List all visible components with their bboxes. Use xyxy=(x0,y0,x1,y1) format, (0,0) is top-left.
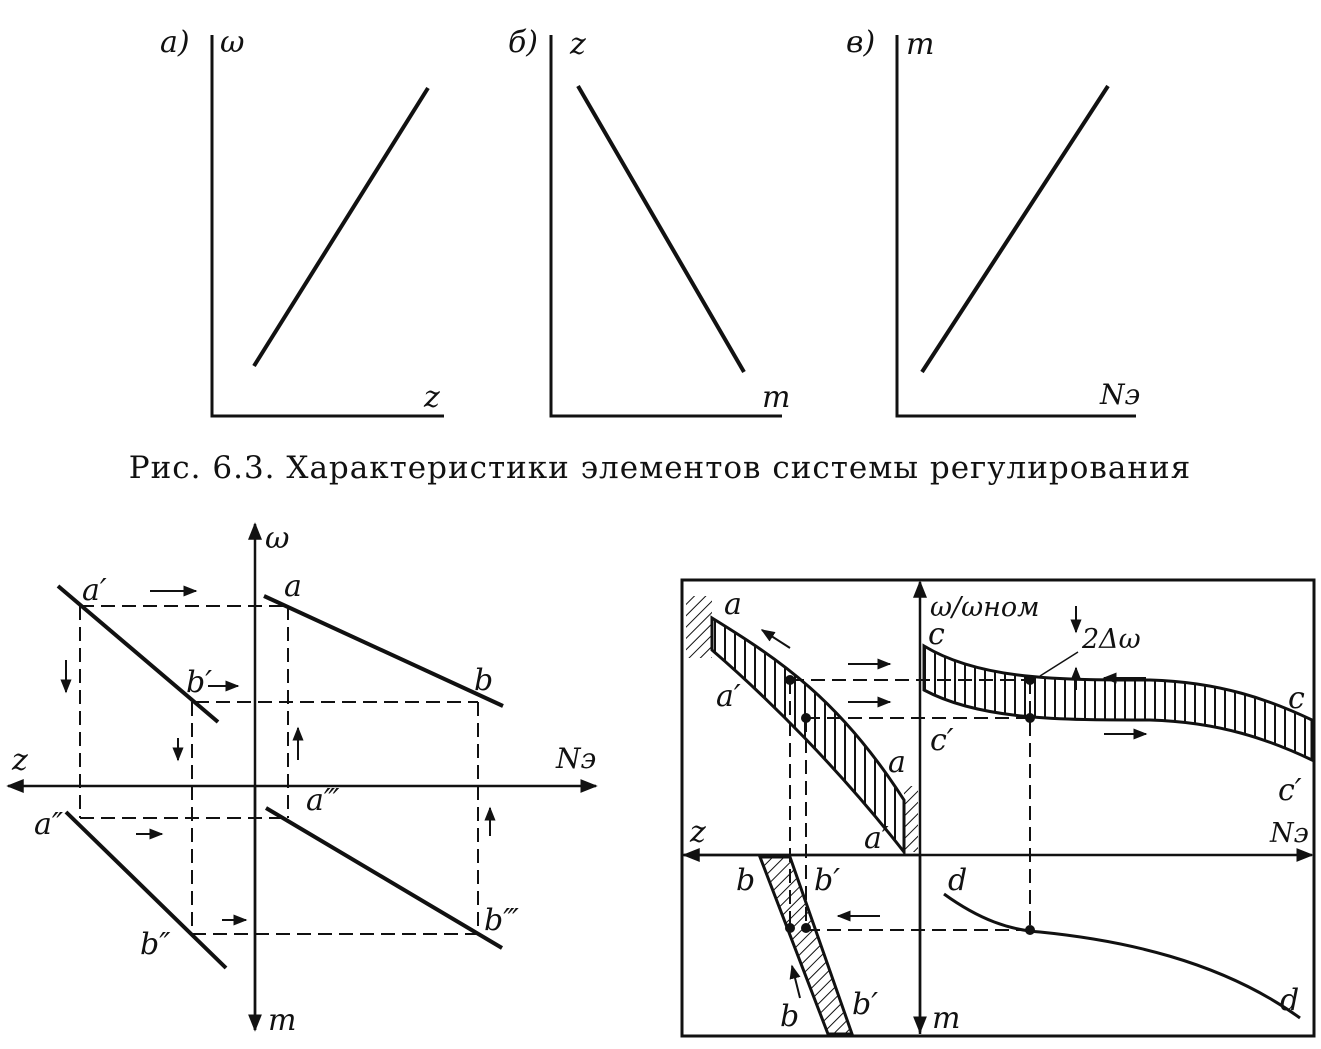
left-line-ab xyxy=(263,594,504,708)
left-axis-left-label: z xyxy=(11,743,28,778)
left-label-a2: a″ xyxy=(34,807,64,842)
right-frame xyxy=(680,578,1316,1038)
right-delta-leader xyxy=(1039,651,1079,677)
right-label-c1-mid: c′ xyxy=(930,723,954,758)
left-axis-down-label: m xyxy=(268,1003,296,1038)
right-point-1 xyxy=(785,675,795,685)
panel-b-letter: б) xyxy=(508,25,538,60)
right-label-b1-bottom: b′ xyxy=(852,987,878,1022)
left-label-b2: b″ xyxy=(140,927,171,962)
right-axis-right-label: Nэ xyxy=(1269,818,1309,849)
right-label-d-left: d xyxy=(948,863,967,898)
left-label-b1: b′ xyxy=(186,665,212,700)
right-axis-left-label: z xyxy=(689,815,706,850)
panel-a-letter: а) xyxy=(160,25,190,60)
left-line-a1b1 xyxy=(56,584,220,724)
panel-b-x-label: m xyxy=(762,380,790,415)
right-axis-down-label: m xyxy=(932,1001,960,1036)
right-label-b1-mid: b′ xyxy=(814,863,840,898)
right-point-2 xyxy=(801,713,811,723)
left-diagram: ω z Nэ m a′ a b′ b a″ a‴ b″ b‴ xyxy=(6,521,598,1038)
figure-caption: Рис. 6.3. Характеристики элементов систе… xyxy=(129,450,1191,486)
right-axis-up-label: ω/ωном xyxy=(930,592,1040,623)
right-point-4 xyxy=(1025,713,1035,723)
panel-a-y-label: ω xyxy=(220,25,244,60)
panel-a-curve xyxy=(252,86,430,368)
right-delta-label: 2Δω xyxy=(1081,624,1141,655)
panel-a-x-label: z xyxy=(423,380,440,415)
right-band-aa1 xyxy=(710,615,906,857)
left-line-a2b2 xyxy=(64,810,228,970)
right-band-bb1 xyxy=(757,855,855,1036)
right-label-c1-right: c′ xyxy=(1278,773,1302,808)
left-label-b3: b‴ xyxy=(484,903,519,938)
right-arrow-7 xyxy=(789,964,801,999)
panel-v-y-label: m xyxy=(906,27,934,62)
panel-v-axes xyxy=(895,35,1136,418)
panel-v: в) m Nэ xyxy=(846,25,1140,418)
right-diagram: ω/ωном z Nэ m xyxy=(680,578,1316,1038)
panel-b-curve xyxy=(576,84,746,374)
left-axis-right-label: Nэ xyxy=(555,742,596,775)
right-arrow-1 xyxy=(760,629,791,649)
right-wall-bottom xyxy=(904,786,918,852)
right-point-6 xyxy=(785,923,795,933)
left-label-a3: a‴ xyxy=(306,783,340,818)
right-label-c-right: c xyxy=(1288,681,1305,716)
panel-b-y-label: z xyxy=(569,27,586,62)
right-label-a1-left: a′ xyxy=(716,679,741,714)
right-label-d-right: d xyxy=(1280,983,1299,1018)
right-wall-left xyxy=(686,596,712,658)
left-line-a3b3 xyxy=(264,806,504,950)
right-point-7 xyxy=(801,923,811,933)
left-label-a1: a′ xyxy=(82,573,107,608)
right-curve-dd xyxy=(943,892,1301,1020)
right-label-c-top: c xyxy=(928,617,945,652)
right-band-cc1 xyxy=(922,643,1314,763)
left-label-b: b xyxy=(474,663,493,698)
right-label-a1-bottom: a′ xyxy=(864,821,889,856)
panel-v-curve xyxy=(920,84,1110,374)
left-axis-up-label: ω xyxy=(265,521,289,556)
panel-a-axes xyxy=(210,35,444,418)
right-label-a-top: a xyxy=(724,587,742,622)
right-label-b-left: b xyxy=(736,863,755,898)
panel-v-letter: в) xyxy=(846,25,875,60)
right-point-5 xyxy=(1025,925,1035,935)
panel-v-x-label: Nэ xyxy=(1099,378,1140,411)
panel-a: а) ω z xyxy=(160,25,444,418)
panel-b-axes xyxy=(549,35,782,418)
panel-b: б) z m xyxy=(508,25,790,418)
right-label-b-bottom: b xyxy=(780,999,799,1034)
right-label-a-bottom: a xyxy=(888,745,906,780)
left-label-a: a xyxy=(284,569,302,604)
right-point-3 xyxy=(1025,675,1035,685)
